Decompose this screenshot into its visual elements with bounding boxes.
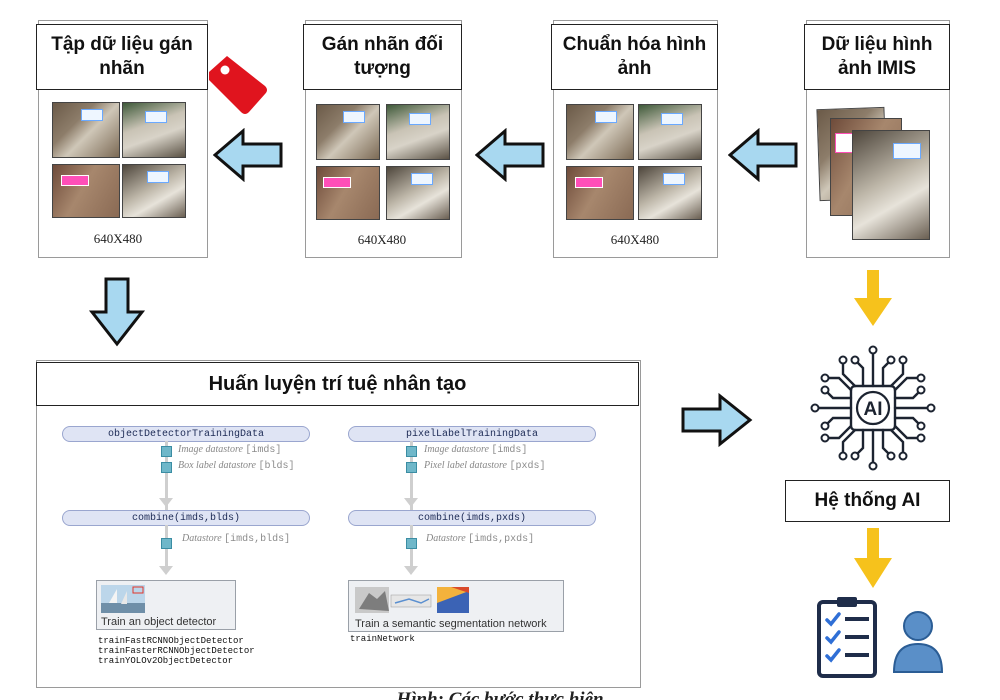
dataset-image [386, 166, 450, 220]
training-data-pill: objectDetectorTrainingData [62, 426, 310, 442]
dataset-image [638, 104, 702, 160]
dataset-image [52, 102, 120, 158]
flow-arrow-down-yellow [854, 270, 892, 326]
datastore-icon [161, 462, 172, 473]
flow-arrow-down-yellow [854, 528, 892, 588]
dataset-image [316, 104, 380, 160]
flow-arrow-left [475, 128, 545, 182]
stage-title-labeled-dataset: Tập dữ liệu gán nhãn [36, 24, 208, 90]
tag-icon [209, 56, 267, 114]
datastore-label: Datastore [imds,blds] [182, 533, 291, 545]
dataset-image [566, 166, 634, 220]
dataset-image [316, 166, 380, 220]
ai-chip-text: AI [864, 399, 883, 420]
function-name: trainNetwork [350, 634, 415, 644]
datastore-label: Box label datastore [blds] [178, 460, 295, 472]
image-resolution: 640X480 [93, 231, 143, 246]
ai-system-title: Hệ thống AI [785, 480, 950, 522]
figure-caption: Hình: Các bước thực hiện [396, 689, 604, 700]
ai-chip-icon: AI [810, 345, 936, 471]
segmentation-thumbnail [355, 587, 469, 613]
flow-arrow-down [88, 277, 146, 347]
datastore-icon [161, 446, 172, 457]
card-label: Train an object detector [101, 616, 217, 628]
combine-pill: combine(imds,pxds) [348, 510, 596, 526]
image-resolution: 640X480 [357, 232, 407, 247]
dataset-image [122, 102, 186, 158]
datastore-label: Pixel label datastore [pxds] [424, 460, 546, 472]
dataset-image [566, 104, 634, 160]
flow-arrow-left [728, 128, 798, 182]
datastore-icon [406, 538, 417, 549]
function-name: trainFasterRCNNObjectDetector [98, 646, 255, 656]
flow-arrow-left [213, 128, 283, 182]
datastore-icon [406, 446, 417, 457]
datastore-label: Datastore [imds,pxds] [426, 533, 535, 545]
stage-title-imis-data: Dữ liệu hình ảnh IMIS [804, 24, 950, 90]
stage-title-image-normalization: Chuẩn hóa hình ảnh [551, 24, 718, 90]
sailboat-thumbnail [101, 585, 145, 613]
training-data-pill: pixelLabelTrainingData [348, 426, 596, 442]
dataset-image [638, 166, 702, 220]
object-detector-card: Train an object detector [96, 580, 236, 630]
training-panel-title: Huấn luyện trí tuệ nhân tạo [36, 362, 639, 406]
datastore-icon [161, 538, 172, 549]
stacked-image [852, 130, 930, 240]
stage-title-object-labeling: Gán nhãn đối tượng [303, 24, 462, 90]
function-list: trainFastRCNNObjectDetector trainFasterR… [98, 636, 255, 666]
user-icon [892, 611, 944, 673]
checklist-icon [817, 597, 877, 678]
image-resolution: 640X480 [610, 232, 660, 247]
function-list: trainNetwork [350, 634, 415, 644]
dataset-image [52, 164, 120, 218]
dataset-image [386, 104, 450, 160]
function-name: trainFastRCNNObjectDetector [98, 636, 244, 646]
datastore-label: Image datastore [imds] [178, 444, 282, 456]
segmentation-card: Train a semantic segmentation network [348, 580, 564, 632]
card-label: Train a semantic segmentation network [355, 618, 547, 630]
datastore-icon [406, 462, 417, 473]
function-name: trainYOLOv2ObjectDetector [98, 656, 234, 666]
datastore-label: Image datastore [imds] [424, 444, 528, 456]
combine-pill: combine(imds,blds) [62, 510, 310, 526]
dataset-image [122, 164, 186, 218]
flow-arrow-right [681, 392, 753, 448]
